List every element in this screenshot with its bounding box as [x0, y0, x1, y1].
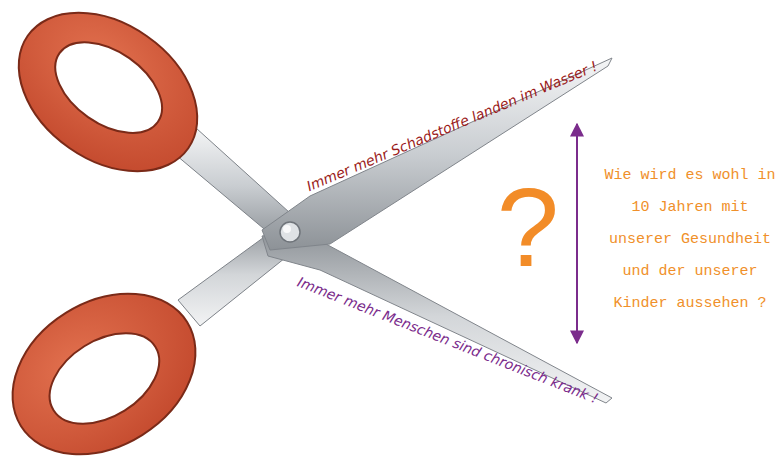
- handle-ring: [0, 261, 225, 464]
- question-text: Wie wird es wohl in 10 Jahren mit unsere…: [602, 160, 778, 320]
- question-mark: ?: [497, 172, 559, 284]
- pivot-screw: [280, 222, 300, 242]
- scissors-handle: [0, 261, 225, 464]
- handle-ring: [0, 0, 227, 204]
- blade-caption: Immer mehr Menschen sind chronisch krank…: [296, 275, 601, 406]
- double-arrow: [576, 124, 578, 343]
- pivot-highlight: [283, 225, 291, 233]
- scissors-blade: [262, 58, 612, 250]
- scissors-handle: [0, 0, 227, 204]
